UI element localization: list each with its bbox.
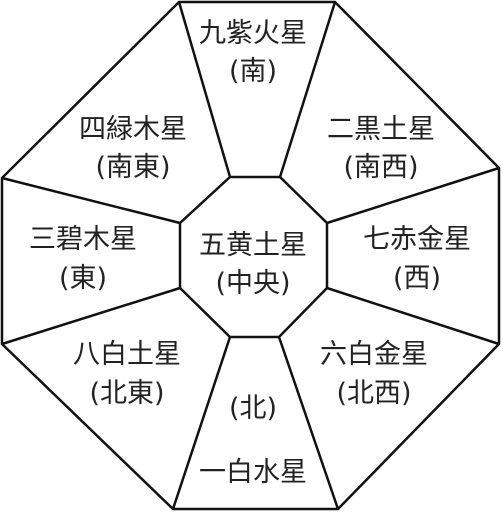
sector-east-direction: (東) bbox=[59, 263, 107, 294]
center-direction: (中央) bbox=[215, 268, 290, 299]
sector-southwest-direction: (南西) bbox=[343, 152, 418, 183]
sector-south-star: 九紫火星 bbox=[199, 18, 307, 49]
sector-west-star: 七赤金星 bbox=[363, 224, 471, 255]
divider-w-nw bbox=[326, 286, 500, 346]
divider-sw-w bbox=[326, 166, 500, 225]
sector-southeast-direction: (南東) bbox=[95, 152, 170, 183]
divider-south-east-edge bbox=[177, 1, 232, 178]
divider-n-ne bbox=[171, 336, 232, 510]
divider-south-west-edge bbox=[278, 1, 337, 178]
sector-southeast-star: 四緑木星 bbox=[79, 114, 187, 145]
sector-northeast-direction: (北東) bbox=[89, 378, 164, 409]
divider-e-se bbox=[1, 176, 181, 225]
sector-west-direction: (西) bbox=[393, 263, 441, 294]
sector-south-direction: (南) bbox=[229, 56, 277, 87]
divider-nw-n bbox=[277, 336, 340, 510]
sector-north-star: 一白水星 bbox=[199, 457, 307, 488]
sector-north-direction: (北) bbox=[229, 393, 277, 424]
center-star: 五黄土星 bbox=[199, 230, 307, 261]
sector-northeast-star: 八白土星 bbox=[73, 339, 181, 370]
divider-ne-e bbox=[1, 286, 181, 346]
sector-east-star: 三碧木星 bbox=[29, 224, 137, 255]
sector-northwest-direction: (北西) bbox=[336, 378, 411, 409]
sector-southwest-star: 二黒土星 bbox=[327, 114, 435, 145]
sector-northwest-star: 六白金星 bbox=[320, 339, 428, 370]
